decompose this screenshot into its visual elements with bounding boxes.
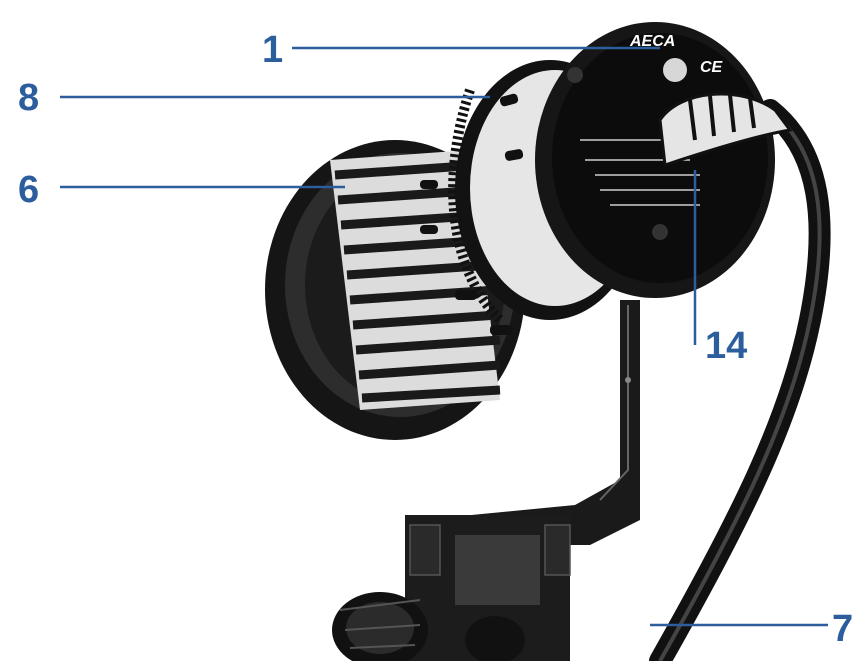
back-cap: AECA CE	[535, 22, 793, 298]
callout-1: 1	[262, 29, 283, 71]
clamp-base	[332, 515, 571, 661]
callout-labels: 1 8 6 14 7	[18, 29, 853, 650]
power-cable	[649, 99, 831, 661]
callout-8: 8	[18, 77, 39, 119]
brand-logo: AECA	[629, 33, 675, 50]
callout-7: 7	[832, 608, 853, 650]
callout-6: 6	[18, 169, 39, 211]
callout-14: 14	[705, 325, 747, 367]
ce-mark: CE	[700, 59, 724, 76]
callout-leaders	[60, 46, 828, 627]
